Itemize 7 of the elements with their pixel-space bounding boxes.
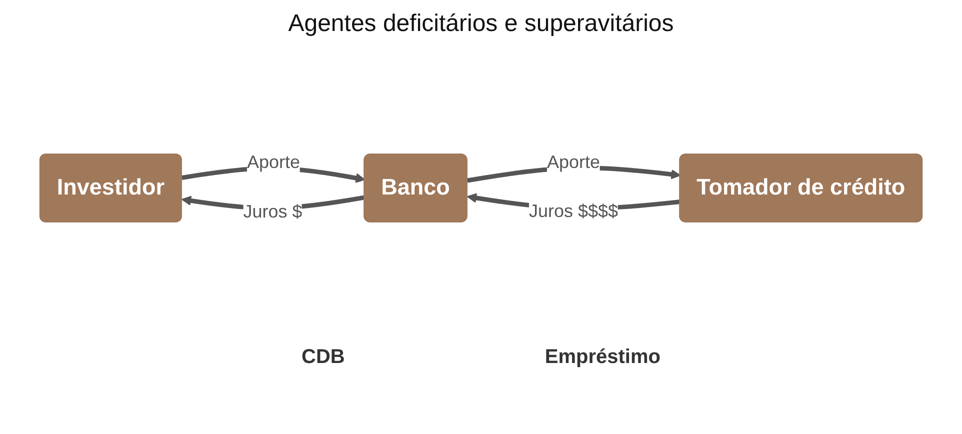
text-label: Empréstimo	[544, 346, 660, 369]
edge-label: Aporte	[546, 153, 600, 172]
edge-label: Aporte	[246, 153, 300, 172]
title: Agentes deficitários e superavitários	[287, 10, 675, 38]
text-label: CDB	[302, 346, 345, 369]
edge-label: Juros $$$$	[528, 202, 618, 222]
edge-label: Juros $	[243, 202, 302, 222]
